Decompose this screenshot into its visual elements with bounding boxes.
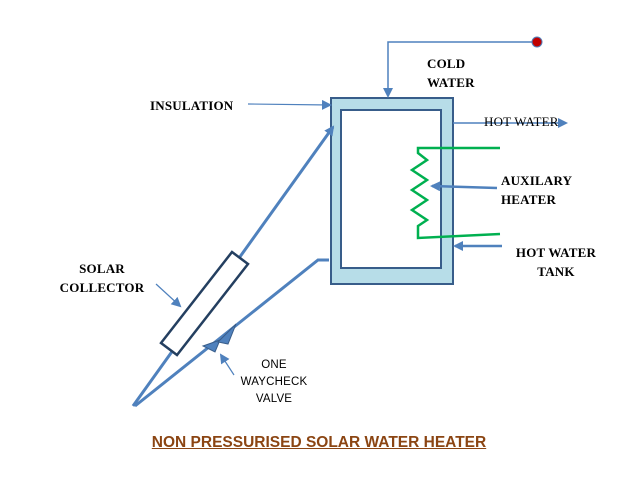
auxilary-heater-label-line-2: HEATER [501,192,557,207]
cold-water-inlet-dot [531,36,543,48]
check-valve-pointer [219,353,235,376]
cold-water-label-line-1: COLD [427,56,466,71]
check-valve-label: ONE WAYCHECK VALVE [238,357,310,408]
heater-coil [409,146,501,240]
cold-water-label: COLD WATER [427,54,475,92]
check-valve-label-line-1: ONE [261,359,287,371]
solar-collector-label-line-1: SOLAR [79,261,125,276]
hot-water-label: HOT WATER [484,114,559,129]
auxilary-heater-label: AUXILARY HEATER [501,171,572,209]
solar-collector-label: SOLAR COLLECTOR [50,259,154,297]
insulation-pointer [247,99,332,110]
hot-water-tank-label-line-2: TANK [537,264,575,279]
cold-water-label-line-2: WATER [427,75,475,90]
solar-collector-pointer [155,283,182,308]
tank-to-collector-return-pipe [134,258,329,408]
solar-collector-panel [159,250,250,357]
check-valve-icon [201,339,221,353]
auxilary-heater-label-line-1: AUXILARY [501,173,573,188]
hot-water-tank-label: HOT WATER TANK [506,243,606,281]
check-valve-label-line-3: VALVE [255,393,293,405]
auxilary-heater-pointer [430,181,498,192]
check-valve-icon-right [216,323,237,345]
check-valve-label-line-2: WAYCHECK [240,376,308,388]
diagram-title: NON PRESSURISED SOLAR WATER HEATER [151,434,487,451]
hot-water-tank-label-line-1: HOT WATER [515,245,597,260]
solar-collector-label-line-2: COLLECTOR [59,280,145,295]
tank-inner [340,109,442,269]
cold-water-pipe [383,41,537,98]
insulation-label: INSULATION [150,98,234,113]
